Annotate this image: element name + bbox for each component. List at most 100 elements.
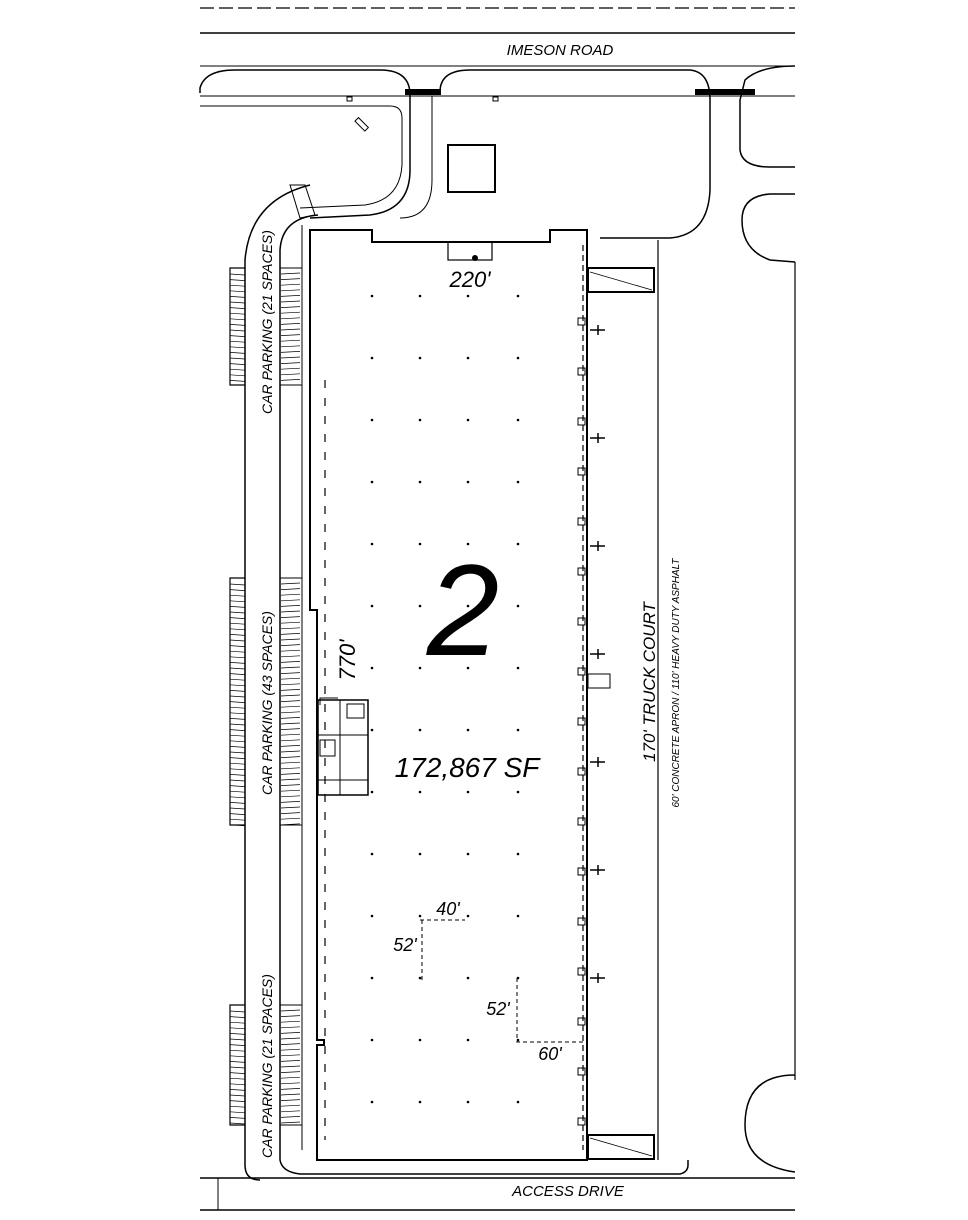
- parking-stall-line: [280, 739, 301, 742]
- column-dot: [466, 418, 470, 422]
- parking-stall-line: [280, 1065, 301, 1068]
- parking-stall-line: [229, 374, 246, 377]
- parking-stall-line: [280, 1043, 301, 1045]
- column-dot: [466, 542, 470, 546]
- parking-stall-line: [229, 790, 246, 793]
- length-dimension: 770': [335, 639, 360, 681]
- parking-stall-line: [280, 295, 301, 297]
- column-dot: [516, 604, 520, 608]
- bay-dimension-1: [420, 919, 465, 980]
- bay-dimension-2: [516, 978, 583, 1043]
- column-dot: [418, 852, 422, 856]
- parking-stall-line: [229, 684, 246, 687]
- column-dot: [370, 976, 374, 980]
- truck-court-label: 170' TRUCK COURT: [640, 601, 659, 762]
- column-dot: [370, 666, 374, 670]
- building-entry-box: [447, 241, 493, 261]
- parking-stall-line: [229, 1027, 246, 1030]
- parking-stall-line: [280, 1076, 301, 1079]
- parking-stall-line: [229, 1105, 246, 1108]
- column-dot: [418, 728, 422, 732]
- column-dot: [466, 294, 470, 298]
- parking-stall-line: [229, 768, 246, 771]
- parking-stall-line: [280, 795, 301, 798]
- dock-door: [577, 717, 586, 726]
- parking-stall-line: [229, 600, 246, 603]
- parking-stall-line: [229, 589, 246, 591]
- column-dot: [370, 542, 374, 546]
- dock-door: [577, 1117, 586, 1126]
- parking-stall-line: [280, 1060, 301, 1062]
- parking-stall-line: [280, 672, 301, 674]
- parking-lot-south: [229, 1004, 302, 1126]
- column-dot: [466, 356, 470, 360]
- parking-stall-line: [229, 606, 246, 608]
- building-area: 172,867 SF: [395, 752, 542, 783]
- truck-court-note: 60' CONCRETE APRON / 110' HEAVY DUTY ASP…: [671, 558, 682, 808]
- parking-stall-line: [229, 796, 246, 799]
- parking-stall-line: [280, 823, 301, 826]
- parking-stall-line: [229, 774, 246, 776]
- parking-stall-line: [229, 740, 246, 743]
- dock-door: [577, 917, 586, 926]
- parking-stall-line: [280, 733, 301, 736]
- parking-stall-line: [280, 756, 301, 758]
- parking-stall-line: [280, 588, 301, 590]
- parking-stall-line: [229, 1089, 246, 1091]
- parking-stall-line: [280, 728, 301, 730]
- parking-stall-line: [280, 1026, 301, 1029]
- column-dot: [466, 790, 470, 794]
- dock-door: [577, 767, 586, 776]
- column-dot: [466, 1100, 470, 1104]
- parking-stall-line: [229, 1077, 246, 1080]
- parking-stall-line: [280, 1099, 301, 1101]
- column-dot: [370, 1100, 374, 1104]
- parking-stall-line: [280, 300, 301, 303]
- parking-stall-line: [229, 346, 246, 349]
- dock-door: [577, 567, 586, 576]
- parking-stall-line: [280, 1093, 301, 1096]
- column-dot: [370, 418, 374, 422]
- parking-stall-line: [280, 339, 301, 342]
- dock-leveler: [590, 757, 605, 767]
- parking-stall-line: [229, 729, 246, 731]
- building-number: 2: [426, 537, 499, 683]
- parking-stall-line: [229, 622, 246, 625]
- gate-post: [346, 96, 353, 102]
- parking-stall-line: [229, 662, 246, 664]
- building-outline: [309, 229, 588, 1161]
- parking-stall-line: [229, 690, 246, 692]
- parking-stall-line: [229, 380, 246, 382]
- parking-stall-line: [280, 627, 301, 630]
- parking-stall-line: [280, 767, 301, 770]
- column-dot: [370, 1038, 374, 1042]
- column-dot: [370, 852, 374, 856]
- parking-stall-line: [229, 802, 246, 804]
- column-dot: [516, 1038, 520, 1042]
- parking-stall-line: [229, 1072, 246, 1074]
- column-dot: [418, 1038, 422, 1042]
- parking-stall-line: [229, 1010, 246, 1013]
- east-curb-south: [744, 1074, 796, 1173]
- parking-stall-line: [280, 373, 301, 376]
- column-dot: [516, 1100, 520, 1104]
- parking-stall-line: [229, 746, 246, 748]
- parking-stall-line: [280, 689, 301, 691]
- parking-stall-line: [280, 761, 301, 764]
- parking-stall-line: [280, 817, 301, 820]
- column-dot: [516, 480, 520, 484]
- west-drive-outer: [244, 184, 311, 1181]
- dock-leveler: [590, 541, 605, 551]
- column-dot: [516, 852, 520, 856]
- curb-line-mid-inner: [399, 96, 433, 219]
- parking-stall-line: [229, 639, 246, 642]
- parking-stall-line: [280, 278, 301, 280]
- dock-door: [577, 867, 586, 876]
- column-grid: [370, 294, 520, 1104]
- parking-stall-line: [280, 289, 301, 292]
- parking-stall-line: [280, 306, 301, 308]
- parking-stall-line: [229, 712, 246, 715]
- access-drive-label: ACCESS DRIVE: [511, 1183, 625, 1200]
- gate-post: [492, 96, 499, 102]
- parking-stall-line: [229, 284, 246, 287]
